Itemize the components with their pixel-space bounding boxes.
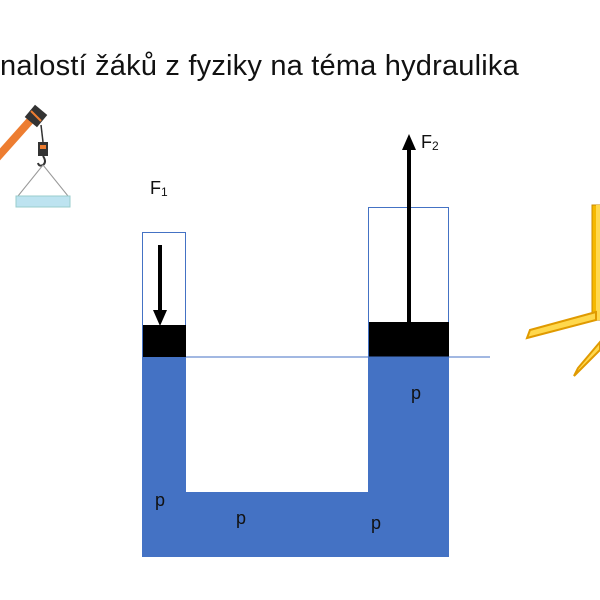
- force-label-f2: F2: [421, 132, 439, 153]
- pressure-label-bottom-left: p: [155, 490, 166, 510]
- right-piston: [369, 322, 449, 357]
- force-arrow-f2: [402, 134, 416, 323]
- pressure-label-right: p: [411, 383, 422, 403]
- force-label-f1: F1: [150, 178, 168, 199]
- pressure-label-bottom-right: p: [371, 513, 382, 533]
- force-arrow-f1: [153, 245, 167, 326]
- forklift-icon: [525, 204, 600, 377]
- left-cylinder: [142, 232, 186, 358]
- crane-icon: [0, 104, 71, 208]
- slide-title: nalostí žáků z fyziky na téma hydraulika: [0, 50, 519, 82]
- left-piston: [143, 325, 186, 357]
- pressure-label-bottom-middle: p: [236, 508, 247, 528]
- hydraulic-fluid: [142, 357, 449, 557]
